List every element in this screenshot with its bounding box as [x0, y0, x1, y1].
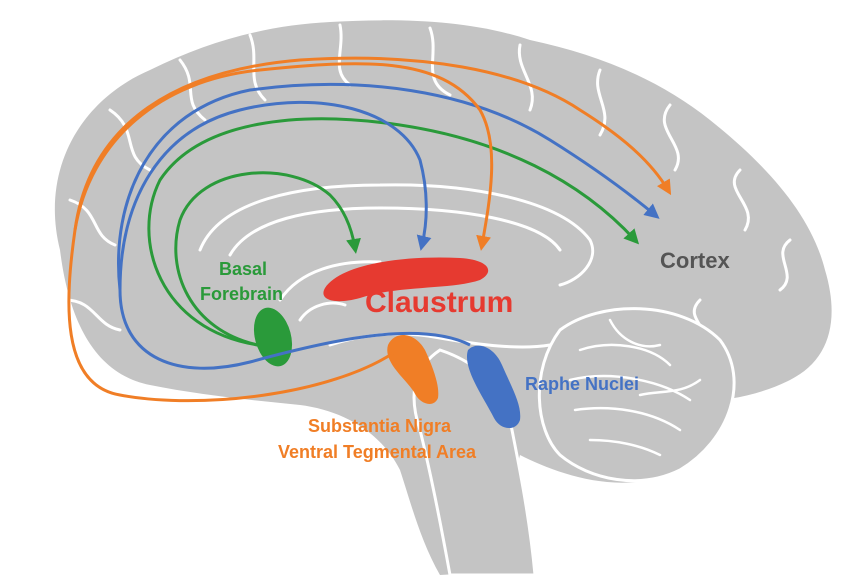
basal-forebrain-label-line1: Basal [219, 259, 267, 279]
cortex-label: Cortex [660, 248, 730, 273]
raphe-to-cortex-arrow [117, 82, 660, 291]
internal-structure-outlines [198, 183, 595, 349]
sn-vta-to-claustrum-arrow [67, 62, 494, 403]
basal-forebrain-label-line2: Forebrain [200, 284, 283, 304]
ventral-tegmental-area-label: Ventral Tegmental Area [278, 442, 477, 462]
basal-forebrain-pathways [147, 117, 640, 347]
basal-forebrain-to-cortex-arrow [147, 117, 640, 347]
substantia-nigra-vta-shape [387, 334, 439, 404]
raphe-nuclei-pathways [117, 82, 660, 370]
sn-vta-pathways [67, 56, 672, 403]
raphe-nuclei-shape [466, 345, 521, 429]
raphe-to-claustrum-arrow [118, 100, 471, 370]
substantia-nigra-label: Substantia Nigra [308, 416, 452, 436]
cerebellum [537, 307, 736, 483]
raphe-nuclei-label: Raphe Nuclei [525, 374, 639, 394]
basal-forebrain-to-claustrum-arrow [174, 171, 361, 347]
claustrum-shape [323, 257, 489, 302]
sn-vta-to-cortex-arrow [73, 56, 672, 231]
basal-forebrain-shape [253, 307, 293, 367]
claustrum-label: Claustrum [365, 286, 513, 319]
